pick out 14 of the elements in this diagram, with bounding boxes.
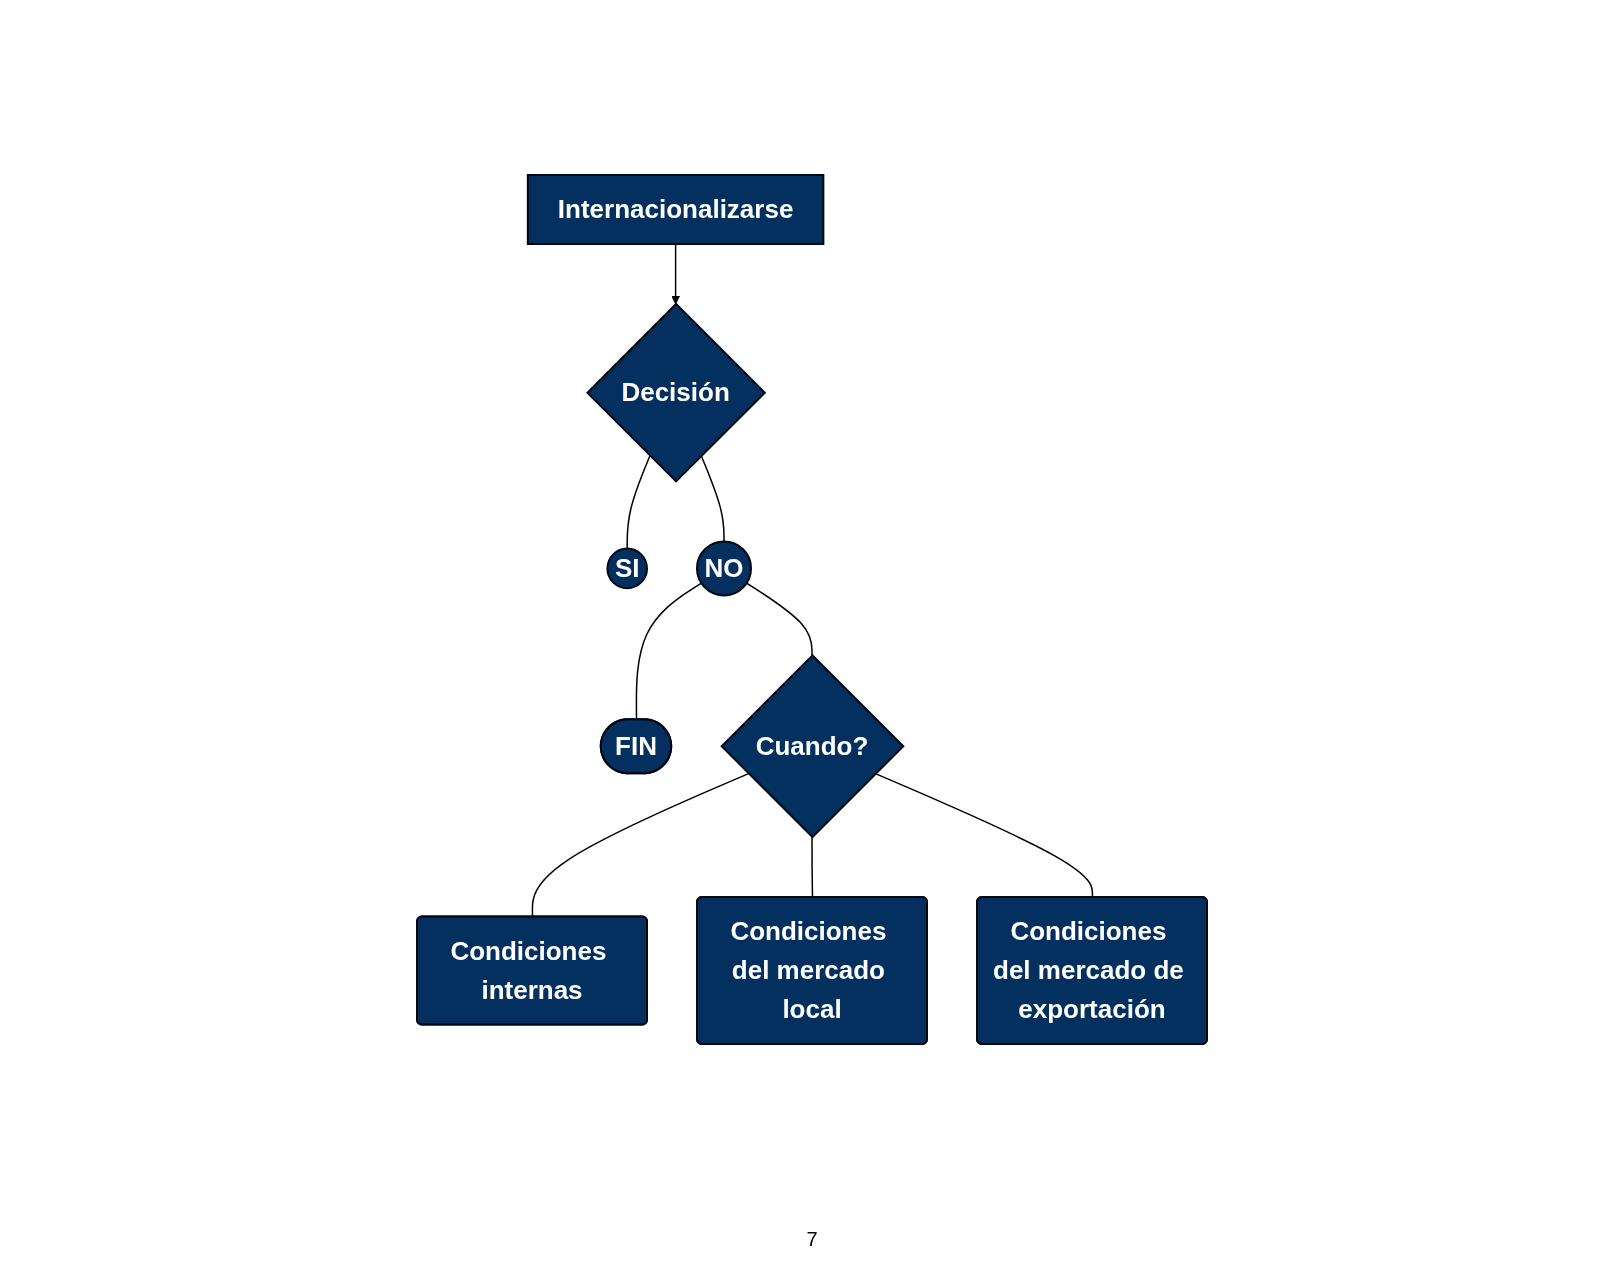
arrow bbox=[671, 243, 680, 305]
page-number: 7 bbox=[805, 1228, 819, 1251]
connector bbox=[635, 582, 703, 721]
node-diamond: Decisión bbox=[586, 303, 767, 484]
node-circle: SI bbox=[606, 548, 648, 590]
connector bbox=[745, 582, 813, 657]
connector bbox=[811, 836, 814, 899]
connector bbox=[874, 773, 1094, 899]
node-diamond: Cuando? bbox=[720, 654, 905, 839]
connector bbox=[700, 455, 725, 543]
node-box: Internacionalizarse bbox=[526, 174, 825, 246]
node-circle: NO bbox=[696, 540, 752, 597]
connector bbox=[626, 455, 651, 550]
connector bbox=[531, 773, 750, 919]
